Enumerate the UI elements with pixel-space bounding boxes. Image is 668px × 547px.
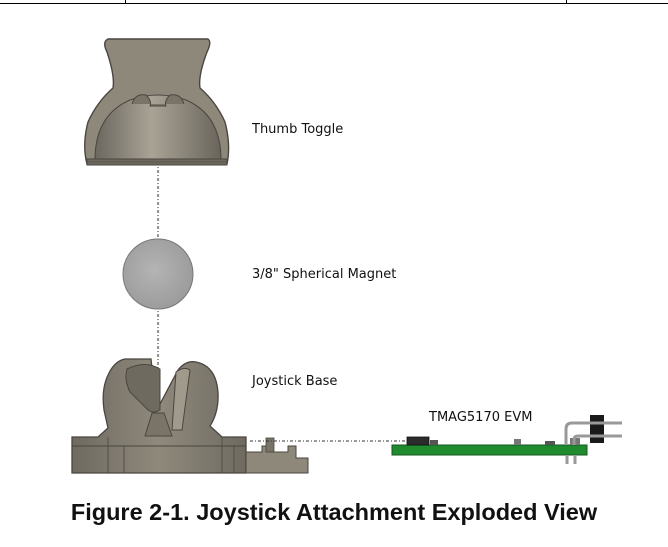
tmag5170-evm-part: [391, 415, 622, 464]
thumb-toggle-part: [84, 38, 230, 166]
label-spherical-magnet: 3/8" Spherical Magnet: [252, 267, 396, 282]
label-joystick-base: Joystick Base: [251, 374, 337, 389]
page-header-rule: [0, 0, 668, 4]
joystick-base-part: [71, 358, 309, 474]
figure-caption: Figure 2-1. Joystick Attachment Exploded…: [71, 499, 598, 525]
spherical-magnet-part: [122, 238, 194, 310]
label-tmag5170-evm: TMAG5170 EVM: [428, 410, 532, 425]
label-thumb-toggle: Thumb Toggle: [251, 122, 343, 137]
